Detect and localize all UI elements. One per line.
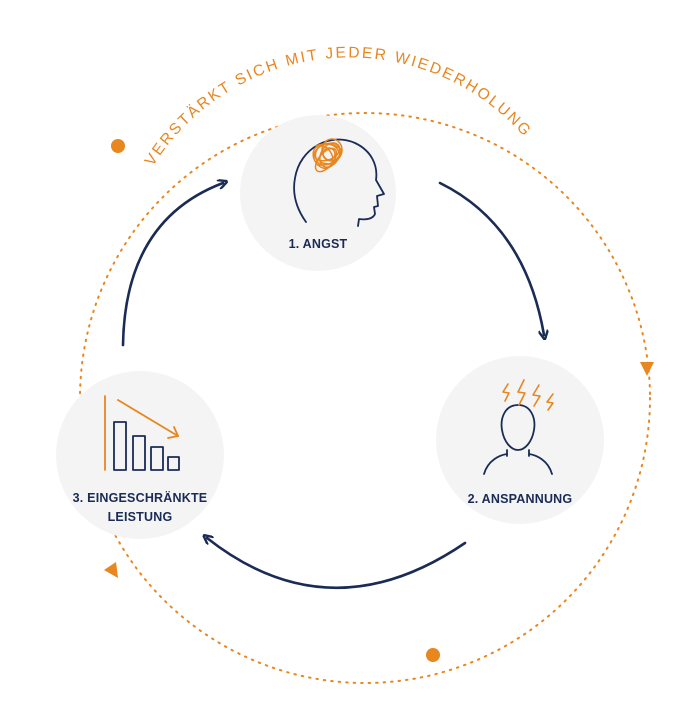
- declining-bars-icon: [104, 395, 180, 471]
- ring-dot-top-left: [111, 139, 125, 153]
- node-anspannung-circle: [436, 356, 604, 524]
- arrow-angst-to-anspannung: [438, 181, 544, 335]
- node-leistung-circle: [56, 371, 224, 539]
- arrow-anspannung-to-leistung: [207, 538, 467, 590]
- node-angst-circle: [240, 115, 396, 271]
- node-anspannung-label: 2. ANSPANNUNG: [468, 492, 573, 506]
- tense-person-icon: [483, 379, 554, 475]
- ring-arrow-left-icon: [104, 562, 118, 578]
- node-leistung-label-line1: 3. EINGESCHRÄNKTE: [73, 490, 208, 505]
- node-angst-label: 1. ANGST: [289, 237, 348, 251]
- ring-arrow-right-icon: [640, 362, 654, 376]
- ring-dot-bottom: [426, 648, 440, 662]
- node-leistung-label-line2: LEISTUNG: [108, 510, 173, 524]
- arrow-leistung-to-angst: [121, 183, 223, 347]
- head-tangle-icon: [293, 138, 385, 227]
